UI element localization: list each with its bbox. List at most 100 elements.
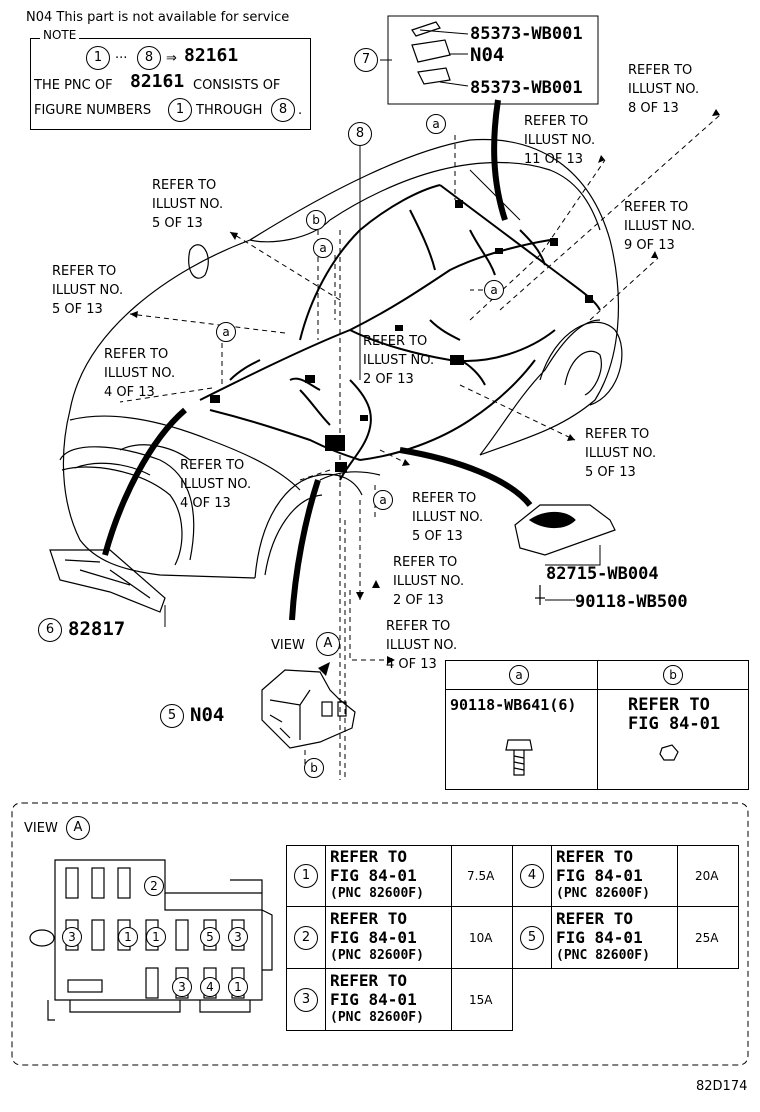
ref-illust-8: REFER TO ILLUST NO. 8 OF 13 [628,63,700,116]
fuse-row-1-pnc: (PNC 82600F) [330,886,424,901]
fuse-pos-3-left: 3 [62,927,82,947]
fuse-pos-1-b: 1 [146,927,166,947]
fuse-row-5-num: 5 [520,926,544,950]
fuse-row-2-pnc: (PNC 82600F) [330,948,424,963]
callout-7: 7 [354,48,378,72]
view-a-frame [11,802,749,1066]
part6-bracket [49,549,166,613]
fuse-block-outline [29,859,273,1021]
part-82715-wb004: 82715-WB004 [546,564,659,584]
fuse-slots [65,867,245,999]
fuse-row-4-num: 4 [520,864,544,888]
ref-illust-5-c: REFER TO ILLUST NO. 5 OF 13 [585,427,657,480]
fuse-row-1-amp: 7.5A [467,869,495,883]
marker-a-4: a [484,280,504,300]
callout-8: 8 [348,122,372,146]
part7-box [387,15,599,105]
table-col-a-letter: a [509,665,529,685]
reference-leaders [119,114,721,780]
solid-leaders [164,29,601,627]
fuse-row-4-pnc: (PNC 82600F) [556,886,650,901]
marker-a-1: a [426,114,446,134]
note-range-end: 8 [137,46,161,70]
ref-illust-5-a: REFER TO ILLUST NO. 5 OF 13 [152,178,224,231]
part-85373-wb001-bottom: 85373-WB001 [470,78,583,98]
ref-illust-4-c: REFER TO ILLUST NO. 4 OF 13 [386,619,458,672]
clip-nut-drawing [659,744,679,761]
note-line2-b: CONSISTS OF [193,78,281,93]
part-90118-wb500: 90118-WB500 [575,592,688,612]
fuse-pos-1-a: 1 [118,927,138,947]
callout-6: 6 [38,618,62,642]
note-line3-to: 8 [271,98,295,122]
callout-leaders [102,99,533,621]
fuse-pos-1-c: 1 [228,977,248,997]
view-a-detail-letter: A [66,816,90,840]
note-label: NOTE [40,28,80,42]
ref-illust-2-b: REFER TO ILLUST NO. 2 OF 13 [393,555,465,608]
table-refer-fig-84-01: REFER TO FIG 84-01 [628,695,721,734]
fuse-row-1-ref: REFER TO FIG 84-01 [330,847,417,885]
marker-b-2: b [304,758,324,778]
fuse-row-5-ref: REFER TO FIG 84-01 [556,909,643,947]
part-82817: 82817 [68,618,126,640]
fuse-row-3-pnc: (PNC 82600F) [330,1010,424,1025]
note-range-dots: ··· [115,51,128,66]
fuse-pos-3-bottom: 3 [172,977,192,997]
fuse-row-3-num: 3 [294,988,318,1012]
note-arrow: ⇒ [166,51,177,66]
fuse-pos-3-right: 3 [228,927,248,947]
note-range-start: 1 [86,46,110,70]
fuse-pos-5: 5 [200,927,220,947]
fuse-row-2-amp: 10A [469,931,493,945]
note-line3-from: 1 [168,98,192,122]
part-n04-7: N04 [470,44,505,66]
junction-block-n04 [261,669,356,749]
note-line3-a: FIGURE NUMBERS [34,103,152,118]
view-a-arrow [318,662,330,676]
view-a-letter: A [316,632,340,656]
fuse-row-2-num: 2 [294,926,318,950]
ref-illust-4-a: REFER TO ILLUST NO. 4 OF 13 [104,347,176,400]
view-a-detail-title: VIEW [24,821,58,836]
fuse-row-5-pnc: (PNC 82600F) [556,948,650,963]
marker-a-3: a [216,322,236,342]
ref-illust-4-b: REFER TO ILLUST NO. 4 OF 13 [180,458,252,511]
fuse-row-5-amp: 25A [695,931,719,945]
note-line3-b: THROUGH [196,103,263,118]
arrowheads [130,109,720,664]
note-line2-pnc: 82161 [130,71,185,92]
table-part-90118-wb641: 90118-WB641(6) [450,696,577,714]
ref-illust-2-a: REFER TO ILLUST NO. 2 OF 13 [363,334,435,387]
figure-id: 82D174 [696,1079,748,1094]
table-col-b-letter: b [663,665,683,685]
fuse-row-3-ref: REFER TO FIG 84-01 [330,971,417,1009]
fuse-row-4-ref: REFER TO FIG 84-01 [556,847,643,885]
callout-5: 5 [160,704,184,728]
fastener-table [445,660,749,790]
ref-illust-11: REFER TO ILLUST NO. 11 OF 13 [524,114,596,167]
note-line3-end: . [298,103,303,118]
header-note: N04 This part is not available for servi… [26,10,290,25]
ref-illust-5-d: REFER TO ILLUST NO. 5 OF 13 [412,491,484,544]
marker-b-1: b [306,210,326,230]
fuse-row-1-num: 1 [294,864,318,888]
note-pnc: 82161 [184,45,239,66]
marker-a-2: a [313,238,333,258]
part7-clips [411,21,451,85]
note-line2-a: THE PNC OF [34,78,113,93]
ref-illust-5-b: REFER TO ILLUST NO. 5 OF 13 [52,264,124,317]
part-n04-5: N04 [190,704,225,726]
marker-a-5: a [373,490,393,510]
bolt-drawing [505,739,533,776]
fuse-row-4-amp: 20A [695,869,719,883]
part-85373-wb001-top: 85373-WB001 [470,24,583,44]
ref-illust-9: REFER TO ILLUST NO. 9 OF 13 [624,200,696,253]
fuse-row-2-ref: REFER TO FIG 84-01 [330,909,417,947]
fuse-row-3-amp: 15A [469,993,493,1007]
fuse-pos-2: 2 [144,876,164,896]
note-box [30,38,311,130]
relay-bracket [514,504,616,605]
